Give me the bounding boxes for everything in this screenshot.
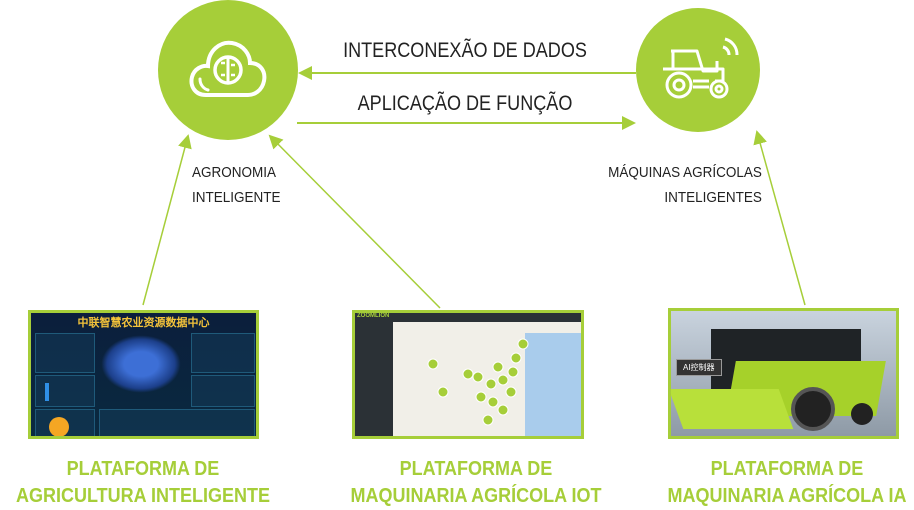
dashboard-heading: 中联智慧农业资源数据中心	[77, 317, 210, 329]
function-application-label: APLICAÇÃO DE FUNÇÃO	[357, 92, 573, 115]
machines-label-line2: INTELIGENTES	[664, 189, 762, 206]
ai-platform-title-line2: MAQUINARIA AGRÍCOLA IA	[667, 485, 907, 507]
smart-agriculture-dashboard-image: 中联智慧农业资源数据中心	[28, 310, 259, 439]
ai-controller-label: AI控制器	[676, 359, 722, 376]
iot-platform-title: PLATAFORMA DE MAQUINARIA AGRÍCOLA IOT	[332, 456, 620, 510]
machines-label: MÁQUINAS AGRÍCOLAS INTELIGENTES	[608, 160, 762, 210]
agri-platform-title-line1: PLATAFORMA DE	[66, 458, 220, 480]
agronomy-label-line1: AGRONOMIA	[192, 164, 277, 181]
iot-platform-connector	[268, 134, 441, 309]
ai-platform-connector	[753, 130, 806, 306]
iot-platform-title-line2: MAQUINARIA AGRÍCOLA IOT	[350, 485, 602, 507]
iot-platform-map-image: ZOOMLION	[352, 310, 584, 439]
ai-harvester-image: AI控制器	[668, 308, 899, 439]
agri-platform-title-line2: AGRICULTURA INTELIGENTE	[16, 485, 270, 507]
ai-platform-title-line1: PLATAFORMA DE	[710, 458, 864, 480]
iot-platform-title-line1: PLATAFORMA DE	[399, 458, 553, 480]
data-interconnection-label: INTERCONEXÃO DE DADOS	[343, 39, 587, 62]
agronomy-label: AGRONOMIA INTELIGENTE	[192, 160, 281, 210]
agronomy-node	[158, 0, 298, 140]
agri-platform-connector	[142, 134, 192, 306]
agronomy-label-line2: INTELIGENTE	[192, 189, 281, 206]
machines-label-line1: MÁQUINAS AGRÍCOLAS	[608, 164, 762, 181]
map-markers	[427, 338, 529, 426]
iot-brand: ZOOMLION	[357, 313, 390, 319]
smart-tractor-icon	[663, 37, 739, 99]
agri-platform-title: PLATAFORMA DE AGRICULTURA INTELIGENTE	[0, 456, 287, 510]
machines-node	[636, 8, 760, 132]
ai-platform-title: PLATAFORMA DE MAQUINARIA AGRÍCOLA IA	[643, 456, 914, 510]
cloud-brain-icon	[189, 40, 267, 97]
